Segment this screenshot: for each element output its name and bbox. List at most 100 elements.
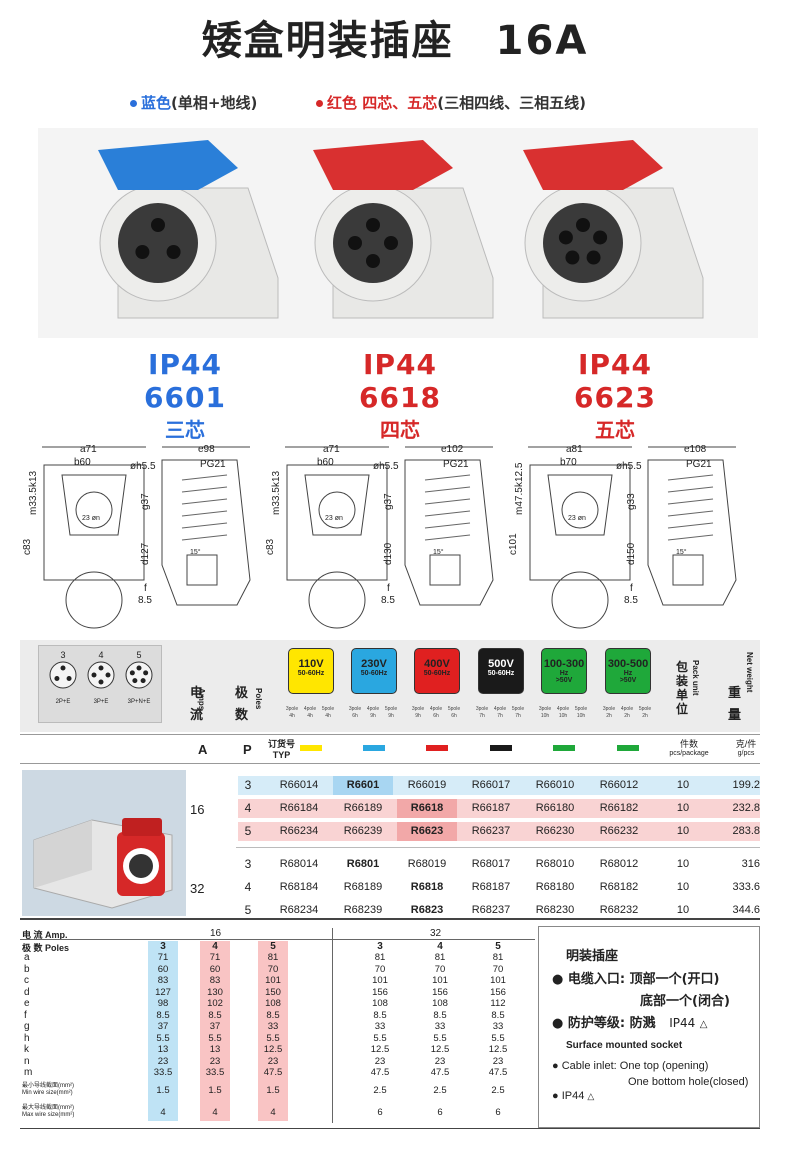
pole-label: 4pole (429, 706, 443, 712)
socket-pin-hole (366, 254, 380, 268)
order-code: R68239 (343, 904, 383, 916)
pole-hour: 7h (479, 713, 485, 719)
side-rib (667, 486, 714, 493)
cable-cn-label: 电缆入口: (567, 972, 626, 987)
order-code: R6818 (410, 881, 444, 893)
front-face (561, 491, 599, 529)
order-code: R6601 (333, 776, 393, 795)
legend-red-desc: (三相四线、三相五线) (437, 94, 586, 112)
dim-label-f: f (387, 583, 390, 594)
pole-hour: 6h (451, 713, 457, 719)
pole-pin (98, 679, 104, 685)
front-face (75, 491, 113, 529)
dim-label-f: f (144, 583, 147, 594)
spec-cable-en-1: ● Cable inlet: One top (opening) (552, 1060, 709, 1072)
dim-label-m: m47.5 (514, 487, 525, 515)
dim-label-f: f (630, 583, 633, 594)
dim-label-h: øh5.5 (616, 461, 642, 472)
dim-value: 12.5 (488, 1044, 508, 1055)
side-rib (424, 510, 471, 517)
net-weight: 316 (741, 858, 760, 870)
side-rib (424, 534, 471, 541)
row-poles: 5 (244, 824, 252, 838)
dim-value: 102 (207, 998, 223, 1009)
side-rib (181, 522, 228, 529)
dim-label-e: e98 (198, 444, 215, 455)
dim-value: 23 (492, 1055, 504, 1067)
weight-header: 重 量 (728, 685, 742, 722)
header-divider-2 (20, 763, 760, 764)
dim-band (258, 941, 288, 1121)
color-bar-4 (490, 745, 512, 751)
dim-value: 98 (157, 998, 169, 1009)
typ-header: 订货号 TYP (268, 737, 295, 760)
pack-header: 包装单位 (676, 660, 689, 716)
socket-pin-hole (151, 218, 165, 232)
pole-num: 4 (98, 650, 104, 660)
technical-drawing (285, 446, 494, 629)
pack-qty: 10 (676, 779, 690, 791)
dim-label-g: g33 (626, 493, 637, 510)
order-code: R68232 (599, 904, 639, 916)
socket-pin-hole (565, 250, 580, 265)
voltage-value: 110V (298, 658, 324, 670)
technical-drawing (528, 446, 737, 629)
front-outline (529, 464, 631, 581)
dim-min-wire: 1.5 (208, 1084, 222, 1096)
weight-sub-cn: 克/件 (735, 739, 757, 749)
legend-blue-label: 蓝色 (141, 94, 172, 112)
dim-value: 101 (490, 975, 506, 986)
spec-title-en: Surface mounted socket (566, 1040, 683, 1051)
dim-label-n: 23 øn (568, 515, 586, 522)
pole-label: 2P+E (55, 699, 71, 705)
dim-band (148, 941, 178, 1121)
dim-value: 23 (267, 1055, 279, 1067)
dim-value: 8.5 (373, 1009, 387, 1021)
order-code: R68012 (599, 858, 639, 870)
pole-label: 4pole (620, 706, 634, 712)
dim-value: 108 (265, 998, 281, 1009)
order-code: R68010 (535, 858, 575, 870)
side-outline (647, 459, 737, 606)
poles-header-en: Poles (254, 688, 263, 710)
pole-hour: 6h (352, 713, 358, 719)
pole-hour: 2h (606, 713, 612, 719)
order-code: R66010 (535, 779, 575, 791)
socket-pin-hole (576, 218, 590, 232)
pole-num: 3 (60, 650, 66, 660)
dim-current-label: 电 流 Amp. (22, 930, 68, 940)
pole-ring (125, 661, 153, 689)
dim-letter: d (24, 986, 30, 998)
pole-label: 5pole (574, 706, 588, 712)
pole-label: 4pole (556, 706, 570, 712)
dim-label-b: b60 (317, 457, 334, 468)
order-code: R66230 (535, 825, 575, 837)
order-code: R68230 (535, 904, 575, 916)
pole-label: 5pole (638, 706, 652, 712)
protect-cn-label: 防护等级: (567, 1016, 626, 1031)
socket-side-illustration (33, 818, 173, 909)
pole-label: 4pole (366, 706, 380, 712)
side-rib (667, 522, 714, 529)
socket-lid (313, 140, 453, 190)
dim-label-h: øh5.5 (130, 461, 156, 472)
pole-label: 3pole (538, 706, 552, 712)
weight-sub: 克/件 g/pcs (726, 737, 766, 757)
dim-value: 60 (209, 963, 221, 975)
dim-value: 37 (157, 1021, 169, 1032)
dim-max-wire: 6 (437, 1106, 443, 1118)
dim-value: 101 (265, 975, 281, 986)
order-code: R66232 (599, 825, 639, 837)
color-bar-1 (300, 745, 322, 751)
row-poles: 4 (244, 880, 252, 894)
dim-label-d: d130 (383, 542, 394, 565)
socket-lid (523, 140, 663, 190)
pole-pin (143, 670, 149, 676)
pack-sub-en: pcs/package (669, 750, 709, 757)
amp-value: 32 (190, 881, 205, 896)
